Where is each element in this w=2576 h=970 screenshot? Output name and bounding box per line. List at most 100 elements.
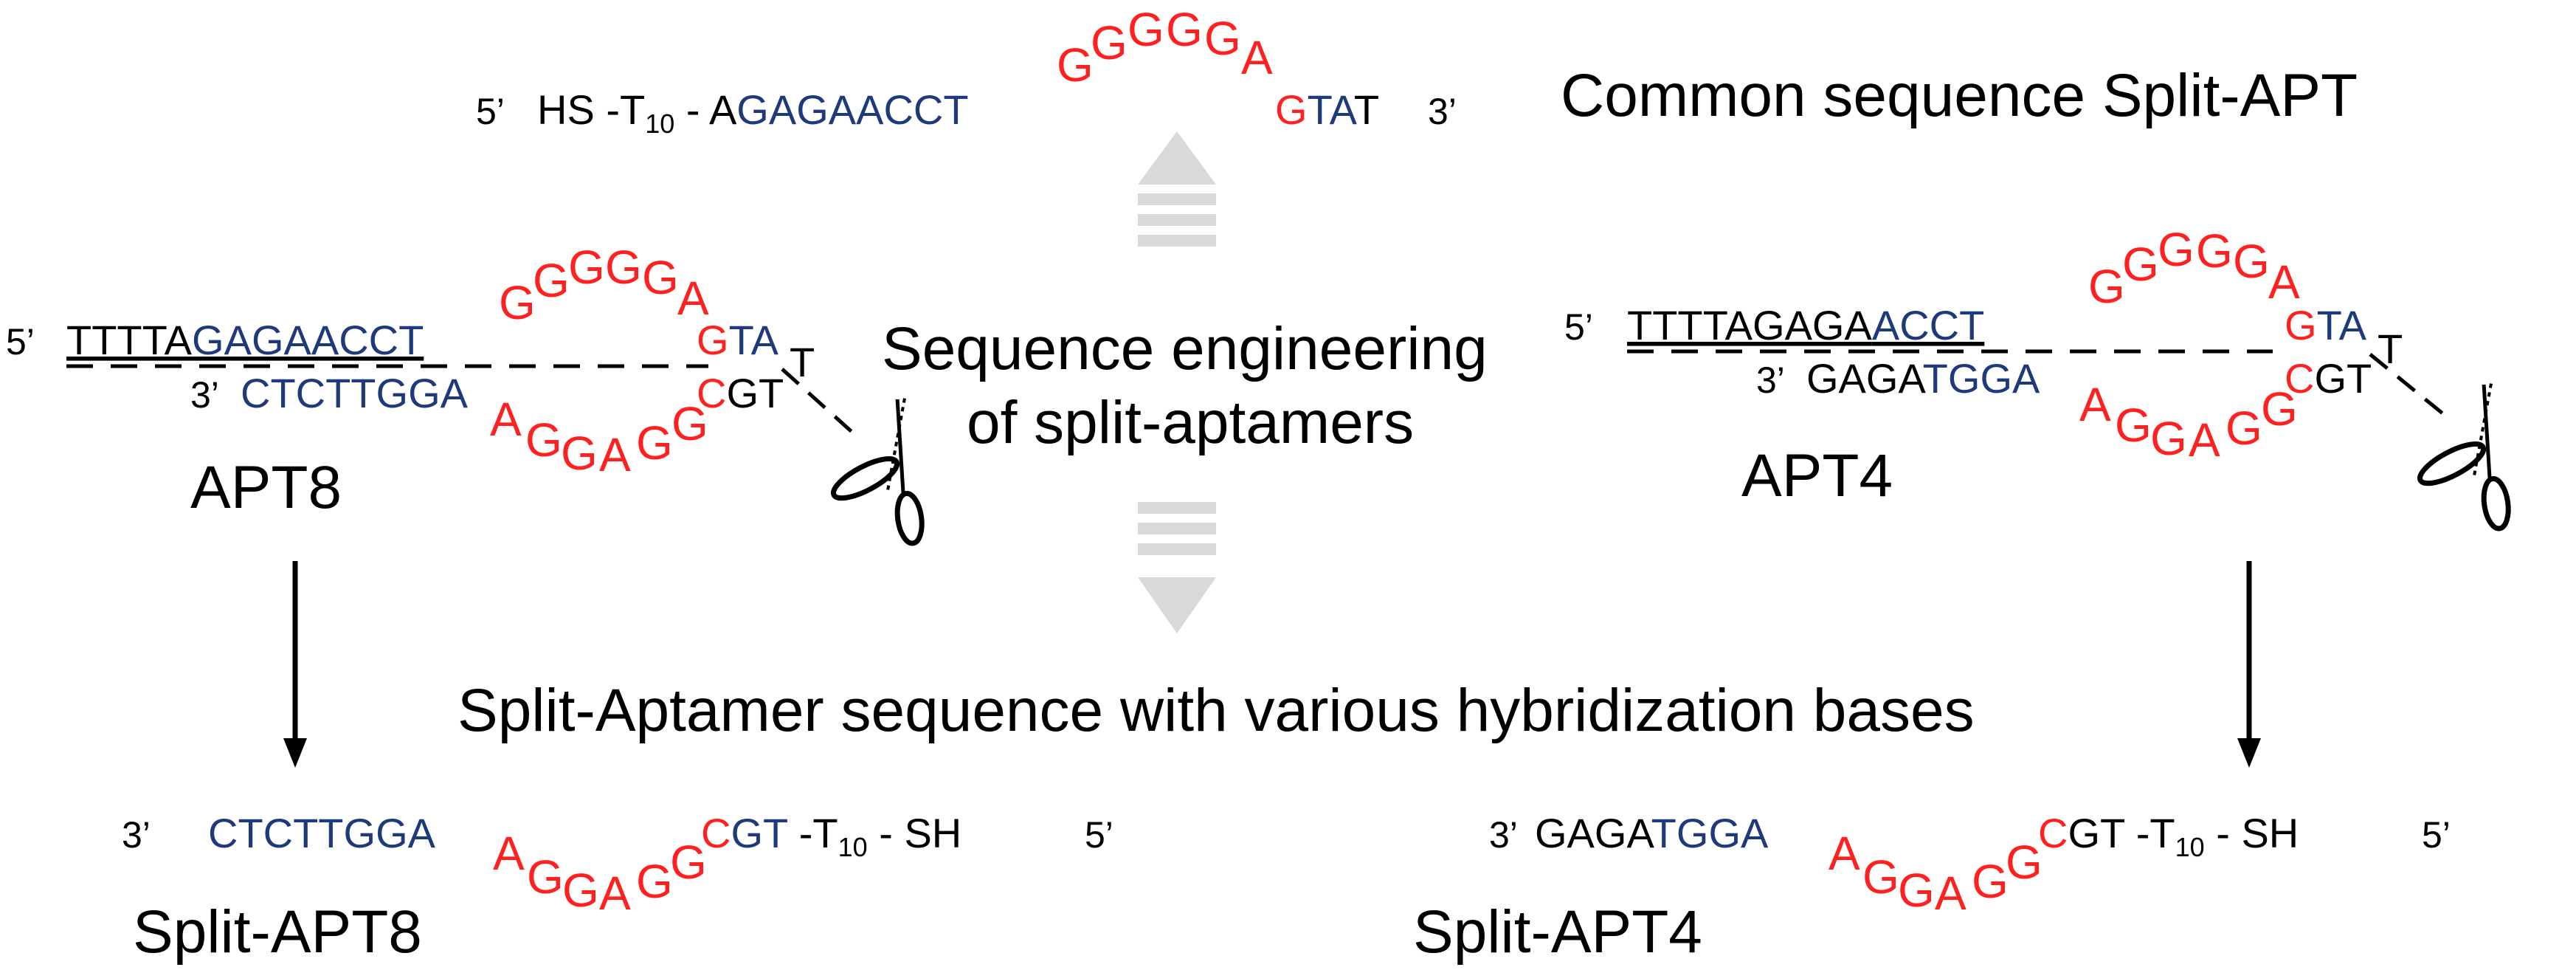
common-loop-5: A xyxy=(1241,31,1273,84)
svg-text:G: G xyxy=(2225,402,2262,455)
common-blue: GAGAACCT xyxy=(736,86,968,133)
apt8-top-strand: TTTTAGAGAACCT xyxy=(66,317,424,363)
svg-text:G: G xyxy=(499,276,536,329)
apt8-label: APT8 xyxy=(190,454,342,521)
svg-text:A: A xyxy=(1829,827,1860,880)
apt8-top-tail: GTA xyxy=(697,317,779,363)
split-apt8-loop: A G G A G G xyxy=(493,827,707,920)
apt4-top-tail: GTA xyxy=(2285,302,2367,348)
svg-text:G: G xyxy=(2196,224,2233,278)
svg-text:G: G xyxy=(642,251,679,304)
apt4-top-strand: TTTTAGAGAACCT xyxy=(1627,302,1984,348)
svg-text:G: G xyxy=(1972,855,2009,908)
common-loop-1: G xyxy=(1091,16,1128,69)
split-apt8-blue: CTCTTGGA xyxy=(208,810,436,856)
svg-text:A: A xyxy=(2189,413,2220,467)
split-apt8-label: Split-APT8 xyxy=(133,898,422,966)
apt4-structure: 5’ TTTTAGAGAACCT G G G G G A GTA T 3’ GA… xyxy=(1564,223,2451,509)
apt4-cut-line xyxy=(2369,353,2451,421)
svg-text:G: G xyxy=(1898,864,1935,917)
common-seq-line: HS -T10 - AGAGAACCT xyxy=(537,86,969,139)
apt8-bottom-blue: CTCTTGGA xyxy=(241,370,469,416)
svg-text:A: A xyxy=(493,827,525,880)
svg-text:G: G xyxy=(670,836,707,889)
split-apt4-label: Split-APT4 xyxy=(1413,898,1702,966)
up-arrow-icon xyxy=(1138,131,1216,247)
svg-text:G: G xyxy=(2115,399,2152,452)
common-dash: - A xyxy=(674,86,737,133)
title-engineering-line2: of split-aptamers xyxy=(967,389,1414,456)
svg-text:A: A xyxy=(2268,255,2300,309)
svg-text:G: G xyxy=(561,427,598,480)
common-tail: GTAT xyxy=(1275,86,1379,133)
svg-text:G: G xyxy=(2122,238,2159,291)
svg-text:G: G xyxy=(2261,382,2298,436)
split-apt4-tail: CGT -T10 - SH xyxy=(2038,810,2299,862)
common-tail-blue: TA xyxy=(1308,86,1358,133)
apt4-top-loop: G G G G G A xyxy=(2088,223,2300,313)
svg-text:G: G xyxy=(2150,412,2187,465)
apt8-end5: 5’ xyxy=(6,321,35,362)
svg-text:G: G xyxy=(2006,836,2043,889)
svg-text:G: G xyxy=(568,241,605,294)
svg-text:G: G xyxy=(533,254,570,307)
common-prefix: HS -T xyxy=(537,86,645,133)
svg-text:G: G xyxy=(2088,260,2125,313)
svg-text:A: A xyxy=(2079,378,2111,431)
svg-text:G: G xyxy=(636,855,673,908)
svg-text:G: G xyxy=(636,416,673,469)
common-loop-4: G xyxy=(1204,12,1241,65)
title-common-sequence: Common sequence Split-APT xyxy=(1561,62,2358,129)
scissors-icon xyxy=(831,398,925,546)
apt8-top-loop: G G G G G A xyxy=(499,241,709,329)
common-loop: G G G G G A xyxy=(1057,3,1273,92)
svg-text:A: A xyxy=(490,393,522,446)
common-end5: 5’ xyxy=(476,91,505,132)
apt4-end3-bottom: 3’ xyxy=(1756,360,1785,401)
apt8-structure: 5’ TTTTAGAGAACCT G G G G G A GTA T 3’ CT… xyxy=(6,241,857,521)
svg-text:G: G xyxy=(605,241,642,294)
apt4-bottom-strand: GAGATGGA xyxy=(1806,355,2040,402)
svg-text:A: A xyxy=(677,272,709,325)
split-apt8-end5: 5’ xyxy=(1085,814,1113,856)
split-apt4-loop: A G G A G G xyxy=(1829,827,2043,920)
split-apt8-sequence: 3’ CTCTTGGA A G G A G G CGT -T10 - SH 5’… xyxy=(122,810,1113,966)
svg-text:G: G xyxy=(527,850,564,904)
title-split-aptamer-various: Split-Aptamer sequence with various hybr… xyxy=(457,677,1975,744)
apt8-cut-line xyxy=(781,368,857,437)
common-loop-2: G xyxy=(1128,3,1164,56)
svg-text:G: G xyxy=(1862,850,1899,904)
svg-text:G: G xyxy=(2233,235,2270,288)
common-t-sub: 10 xyxy=(645,109,674,139)
svg-text:A: A xyxy=(1935,867,1966,920)
common-g-red: G xyxy=(1275,86,1308,133)
split-apt4-strand: GAGATGGA xyxy=(1535,810,1769,856)
split-apt4-end3: 3’ xyxy=(1489,814,1518,856)
scissors-icon xyxy=(2417,383,2511,532)
common-loop-0: G xyxy=(1057,38,1094,92)
apt4-bottom-tail: CGT xyxy=(2285,355,2372,402)
svg-text:A: A xyxy=(599,867,631,920)
common-tail-black: T xyxy=(1354,86,1379,133)
apt8-bottom-loop: A G G A G G xyxy=(490,393,708,481)
apt8-end3-bottom: 3’ xyxy=(190,374,219,416)
apt8-bottom-tail: CGT xyxy=(697,370,784,416)
split-apt8-tail: CGT -T10 - SH xyxy=(701,810,961,862)
apt4-label: APT4 xyxy=(1741,442,1893,509)
svg-text:A: A xyxy=(599,428,631,481)
split-apt4-end5: 5’ xyxy=(2422,814,2451,856)
common-loop-3: G xyxy=(1166,3,1203,56)
common-sequence: 5’ HS -T10 - AGAGAACCT G G G G G A GTAT … xyxy=(476,3,1457,139)
title-engineering-line1: Sequence engineering xyxy=(882,315,1488,382)
common-end3: 3’ xyxy=(1428,91,1457,132)
svg-text:G: G xyxy=(562,864,599,917)
split-apt4-sequence: 3’ GAGATGGA A G G A G G CGT -T10 - SH 5’… xyxy=(1413,810,2451,966)
svg-text:G: G xyxy=(525,413,562,467)
split-apt8-end3: 3’ xyxy=(122,814,151,856)
svg-text:G: G xyxy=(2158,223,2195,276)
svg-text:G: G xyxy=(671,397,708,450)
down-arrow-icon xyxy=(1138,502,1216,633)
down-arrow-icon xyxy=(2237,561,2261,768)
apt4-end5: 5’ xyxy=(1564,306,1593,348)
